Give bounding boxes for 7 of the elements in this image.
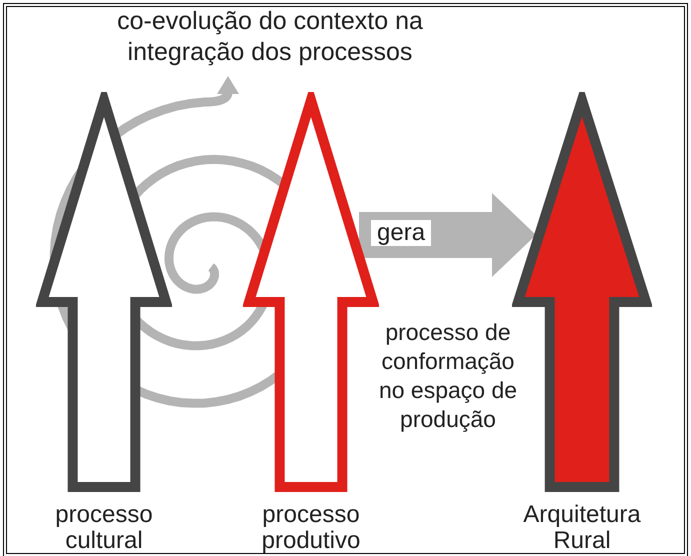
- arrow-caption: Arquitetura Rural: [522, 502, 642, 554]
- spiral-caption: co-evolução do contexto na integração dos processos: [116, 6, 424, 68]
- block-arrow: [359, 193, 536, 277]
- edge-label: gera: [371, 220, 432, 246]
- arrow-caption: processo cultural: [54, 502, 154, 554]
- arrow-caption: processo produtivo: [260, 502, 362, 554]
- note-text: processo de conformação no espaço de produção: [378, 318, 518, 434]
